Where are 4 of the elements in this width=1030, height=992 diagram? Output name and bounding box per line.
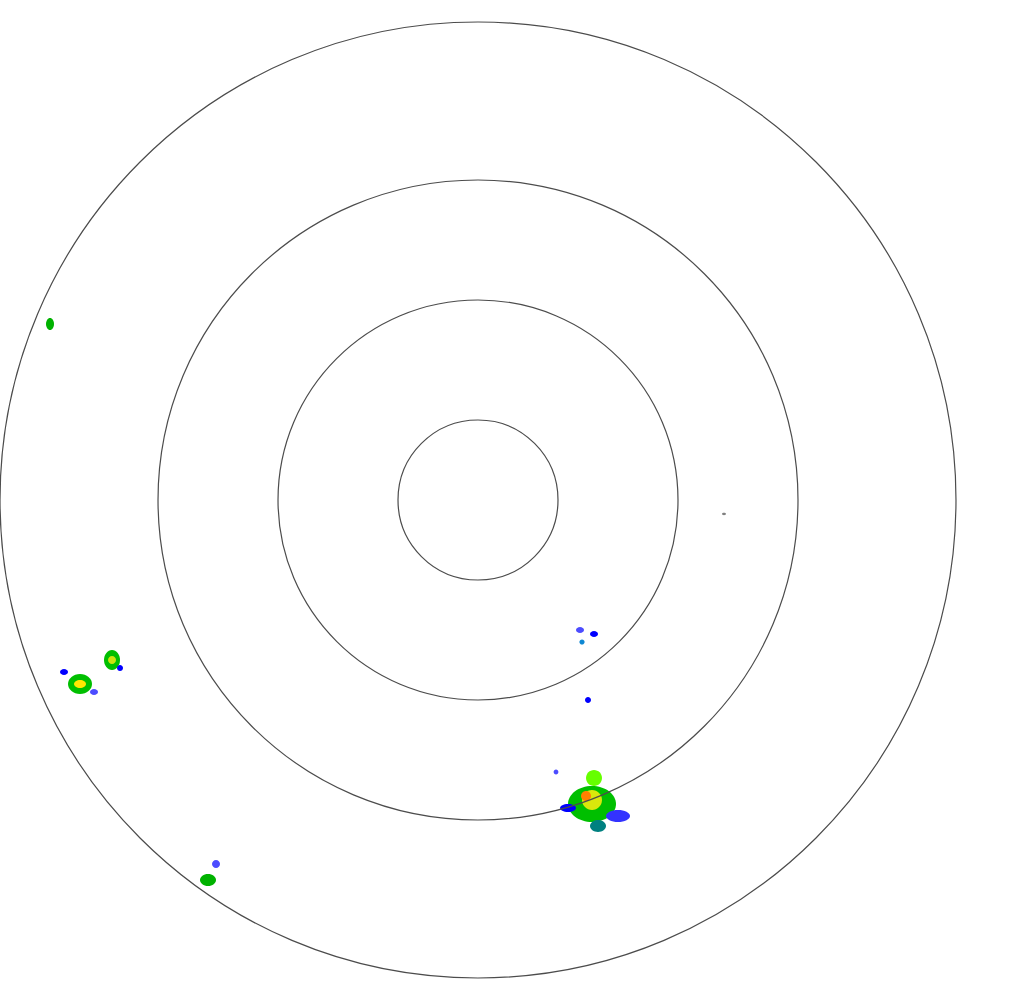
- range-ring: [0, 21, 957, 979]
- range-ring: [277, 299, 679, 701]
- range-ring: [157, 179, 799, 821]
- range-ring: [397, 419, 559, 581]
